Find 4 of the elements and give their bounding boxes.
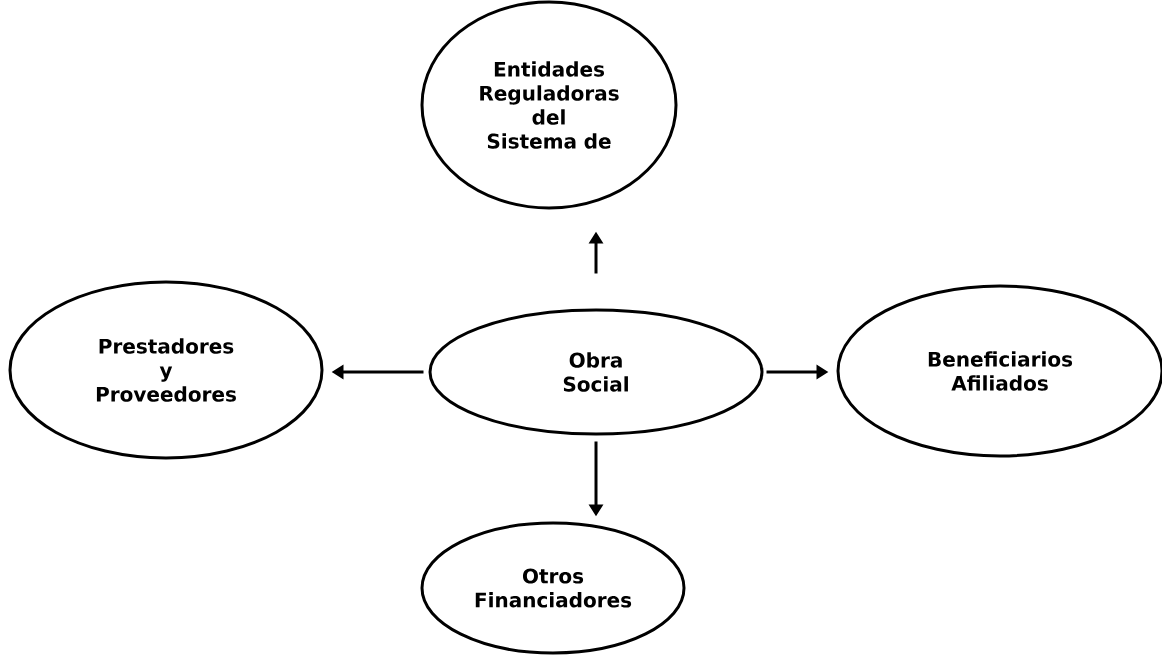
ellipse-node: Entidades Reguladoras del Sistema de: [420, 0, 678, 210]
ellipse-node: Otros Financiadores: [420, 521, 686, 655]
ellipse-node: Prestadores y Proveedores: [8, 280, 324, 460]
ellipse-node: Obra Social: [428, 308, 764, 436]
